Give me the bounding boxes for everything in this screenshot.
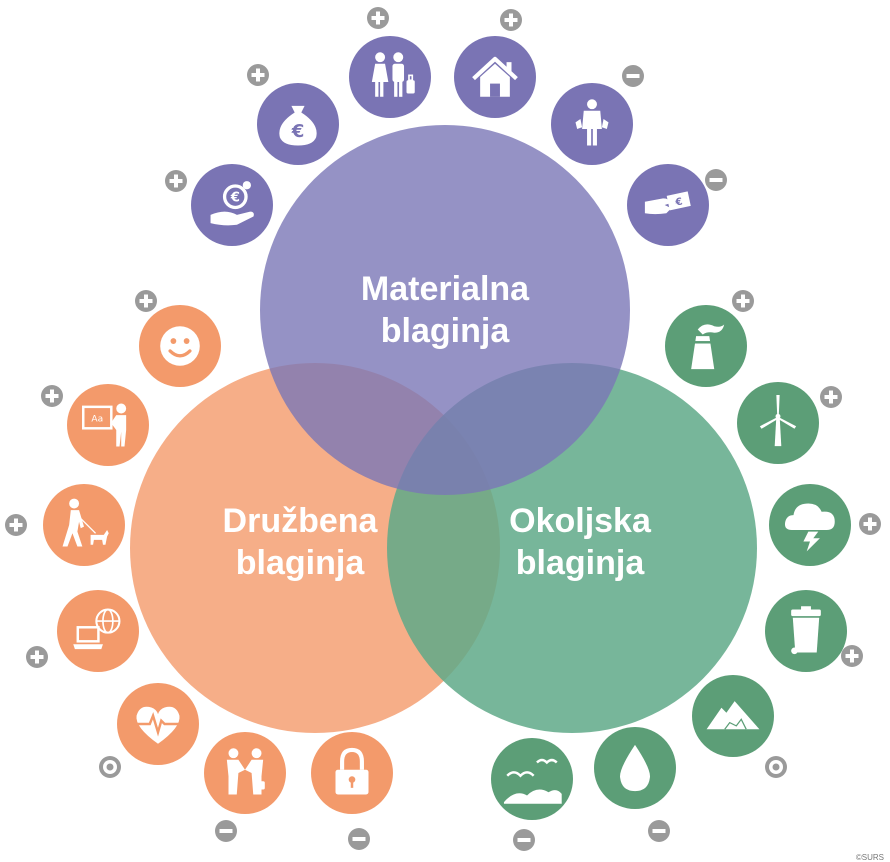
person-dog-walk-icon <box>43 484 125 566</box>
factory-chimney-icon <box>665 305 747 387</box>
plus-sign-icon <box>41 385 63 407</box>
hand-bill-icon <box>627 164 709 246</box>
plus-sign-icon <box>26 646 48 668</box>
plus-sign-icon <box>5 514 27 536</box>
plus-sign-icon <box>165 170 187 192</box>
plus-sign-icon <box>732 290 754 312</box>
plus-sign-icon <box>820 386 842 408</box>
environmental-wellbeing-label-line2: blaginja <box>516 544 646 582</box>
venn-circles <box>130 125 757 733</box>
minus-sign-icon <box>622 65 644 87</box>
water-drop-icon <box>594 727 676 809</box>
smiley-icon <box>139 305 221 387</box>
plus-sign-icon <box>367 7 389 29</box>
minus-sign-icon <box>215 820 237 842</box>
couple-luggage-icon <box>349 36 431 118</box>
plus-sign-icon <box>247 64 269 86</box>
hand-coin-icon <box>191 164 273 246</box>
waste-bin-icon <box>765 590 847 672</box>
plus-sign-icon <box>841 645 863 667</box>
person-empty-pockets-icon <box>551 83 633 165</box>
minus-sign-icon <box>348 828 370 850</box>
material-wellbeing-label-line1: Materialna <box>361 270 530 308</box>
mountain-icon <box>692 675 774 757</box>
environmental-wellbeing-label-line1: Okoljska <box>509 502 652 540</box>
house-icon <box>454 36 536 118</box>
social-wellbeing-label-line2: blaginja <box>236 544 366 582</box>
indicator-icons <box>5 7 881 851</box>
money-bag-icon <box>257 83 339 165</box>
wind-turbine-icon <box>737 382 819 464</box>
neutral-sign-icon <box>765 756 787 778</box>
plus-sign-icon <box>859 513 881 535</box>
storm-cloud-icon <box>769 484 851 566</box>
plus-sign-icon <box>135 290 157 312</box>
social-wellbeing-label-line1: Družbena <box>223 502 379 540</box>
plus-sign-icon <box>500 9 522 31</box>
minus-sign-icon <box>513 829 535 851</box>
laptop-globe-icon <box>57 590 139 672</box>
minus-sign-icon <box>648 820 670 842</box>
teacher-board-icon <box>67 384 149 466</box>
material-wellbeing-label-line2: blaginja <box>381 312 511 350</box>
birds-sky-icon <box>491 738 573 820</box>
minus-sign-icon <box>705 169 727 191</box>
neutral-sign-icon <box>99 756 121 778</box>
copyright-text: ©SURS <box>855 853 884 862</box>
material-wellbeing-circle <box>260 125 630 495</box>
padlock-icon <box>311 732 393 814</box>
handshake-people-icon <box>204 732 286 814</box>
heart-pulse-icon <box>117 683 199 765</box>
